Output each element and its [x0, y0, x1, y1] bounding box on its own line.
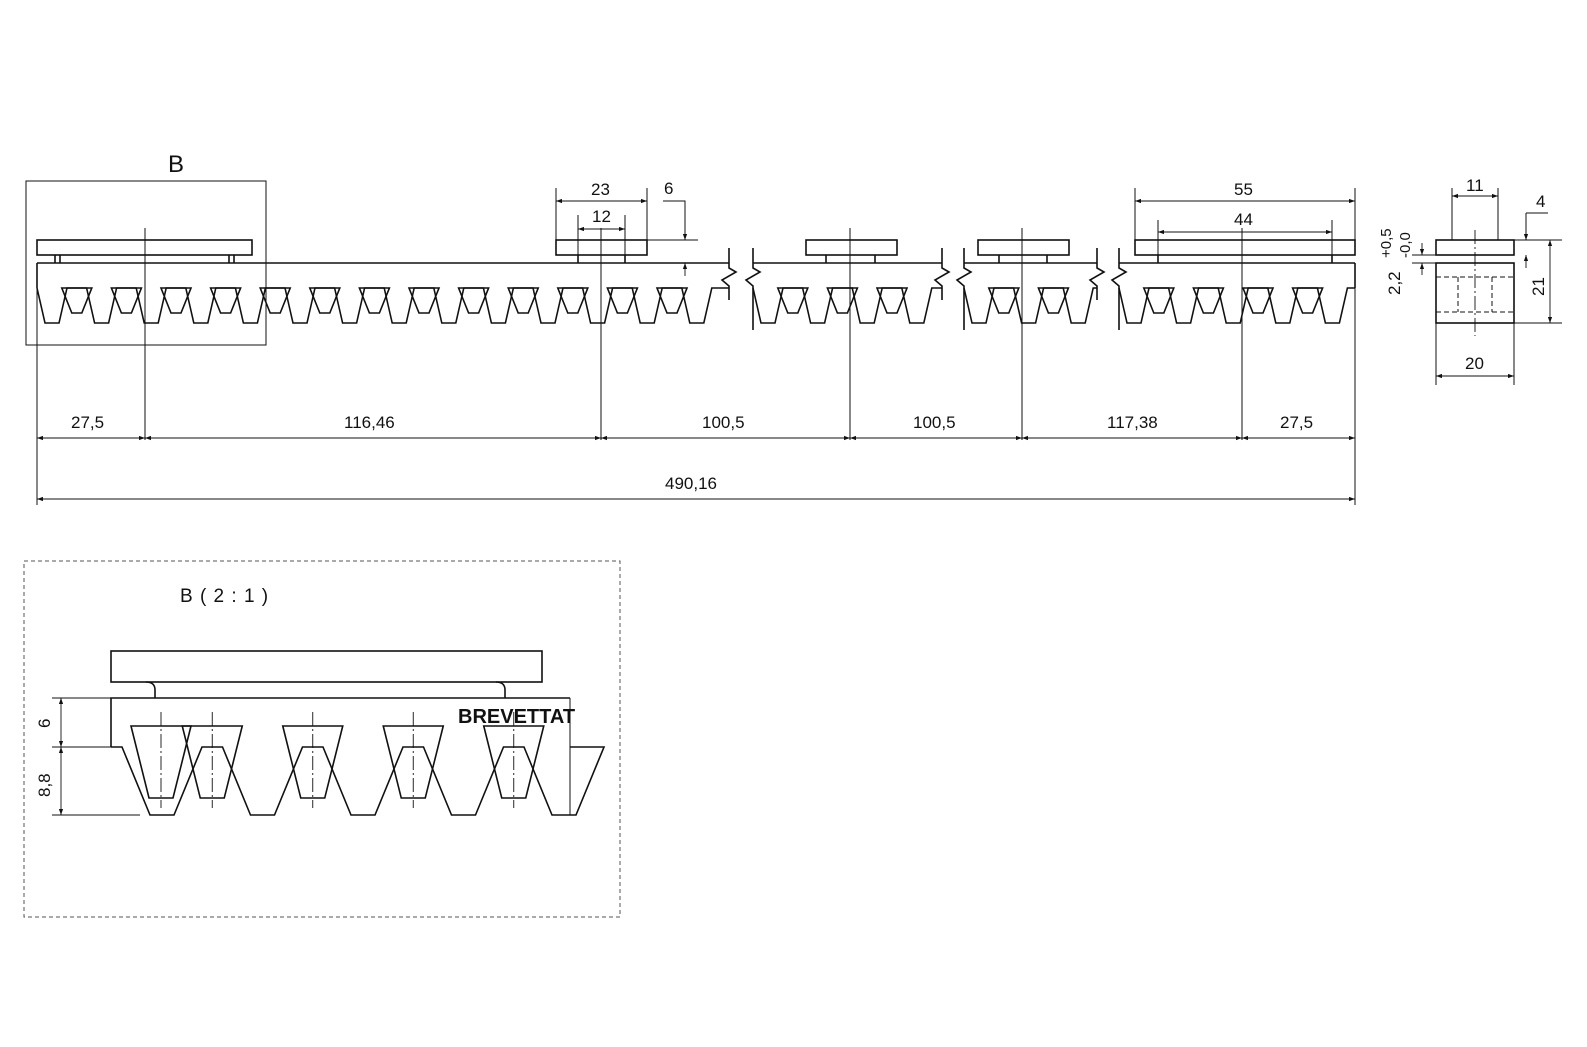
dim-side-top: 11 [1466, 176, 1484, 195]
rack-tooth-slot [159, 287, 193, 314]
rack-tooth-slot [407, 287, 441, 314]
dim-detail-tooth: 8,8 [35, 773, 54, 797]
dim-tol-plus: +0,5 [1378, 228, 1395, 258]
dim-detail-top: 6 [35, 719, 54, 728]
break-marks [720, 248, 1128, 330]
dim-side-offset: 4 [1536, 192, 1545, 211]
rack-tooth-profile [1118, 287, 1355, 324]
dim-span-3: 100,5 [913, 413, 956, 432]
rack-tooth-slot [776, 287, 809, 314]
dim-tol-minus: -0,0 [1397, 232, 1414, 258]
dim-end-clip-inner: 44 [1234, 210, 1253, 229]
dimension-chain: 27,5 116,46 100,5 100,5 117,38 27,5 490,… [37, 413, 1355, 502]
dim-clip-inner: 12 [592, 207, 611, 226]
clip-dimensions: 23 12 6 55 44 [555, 179, 1356, 276]
detail-tooth-profile [111, 746, 606, 816]
rack-tooth-slot [507, 287, 540, 314]
rack-tooth-slot [875, 287, 909, 314]
rack-tooth-slot [60, 287, 93, 314]
detail-label: B ( 2 : 1 ) [180, 586, 269, 607]
detail-tooth-slot [482, 725, 545, 799]
dim-side-height: 21 [1529, 277, 1548, 296]
rack-tooth-slot [358, 287, 391, 314]
detail-tooth-slot [382, 725, 445, 799]
dim-offset-left: 27,5 [71, 413, 104, 432]
rack-segment-4 [1118, 262, 1356, 324]
rack-tooth-slot [826, 287, 859, 314]
view-label: B [168, 151, 184, 178]
dim-total-length: 490,16 [665, 474, 717, 493]
dim-clip-depth: 6 [664, 179, 673, 198]
rack-tooth-slot [1142, 287, 1175, 314]
rack-tooth-slot [110, 287, 143, 314]
rack-tooth-slot [606, 287, 639, 314]
brand-text: BREVETTAT [458, 706, 575, 728]
dim-clip-width: 23 [591, 180, 610, 199]
dim-span-2: 100,5 [702, 413, 745, 432]
rack-tooth-profile [752, 287, 942, 324]
rack-tooth-slot [1291, 287, 1324, 314]
rack-tooth-slot [556, 287, 589, 314]
dim-span-1: 116,46 [344, 413, 395, 432]
detail-view: B ( 2 : 1 ) BREVETTAT 6 8,8 [23, 560, 621, 918]
rack-segment-3 [963, 262, 1097, 324]
rack-tooth-slot [987, 287, 1020, 314]
detail-frame [23, 560, 621, 918]
rack-segment-1 [36, 262, 729, 324]
rack-tooth-slot [655, 287, 689, 314]
dim-side-tolerance: 2,2 [1385, 271, 1404, 295]
rack-main-view: B [25, 151, 1356, 505]
rack-tooth-slot [1037, 287, 1070, 314]
rack-tooth-slot [209, 287, 242, 314]
side-view: 11 4 21 20 2,2 +0,5 -0,0 [1378, 176, 1562, 385]
dim-offset-right: 27,5 [1280, 413, 1313, 432]
rack-tooth-slot [1241, 287, 1275, 314]
rack-tooth-slot [457, 287, 490, 314]
rack-segment-2 [752, 262, 942, 324]
center-lines [36, 228, 1356, 505]
rack-tooth-slot [259, 287, 292, 314]
dim-span-4: 117,38 [1107, 413, 1158, 432]
detail-tooth-slot [129, 725, 193, 799]
detail-tooth-slot [281, 725, 344, 799]
rack-tooth-slot [1192, 287, 1225, 314]
detail-tooth-slot [181, 725, 244, 799]
dim-end-clip-width: 55 [1234, 180, 1253, 199]
dim-side-width: 20 [1465, 354, 1484, 373]
clip-plates [36, 239, 1356, 263]
rack-tooth-slot [308, 287, 341, 314]
rack-tooth-profile [963, 287, 1097, 324]
